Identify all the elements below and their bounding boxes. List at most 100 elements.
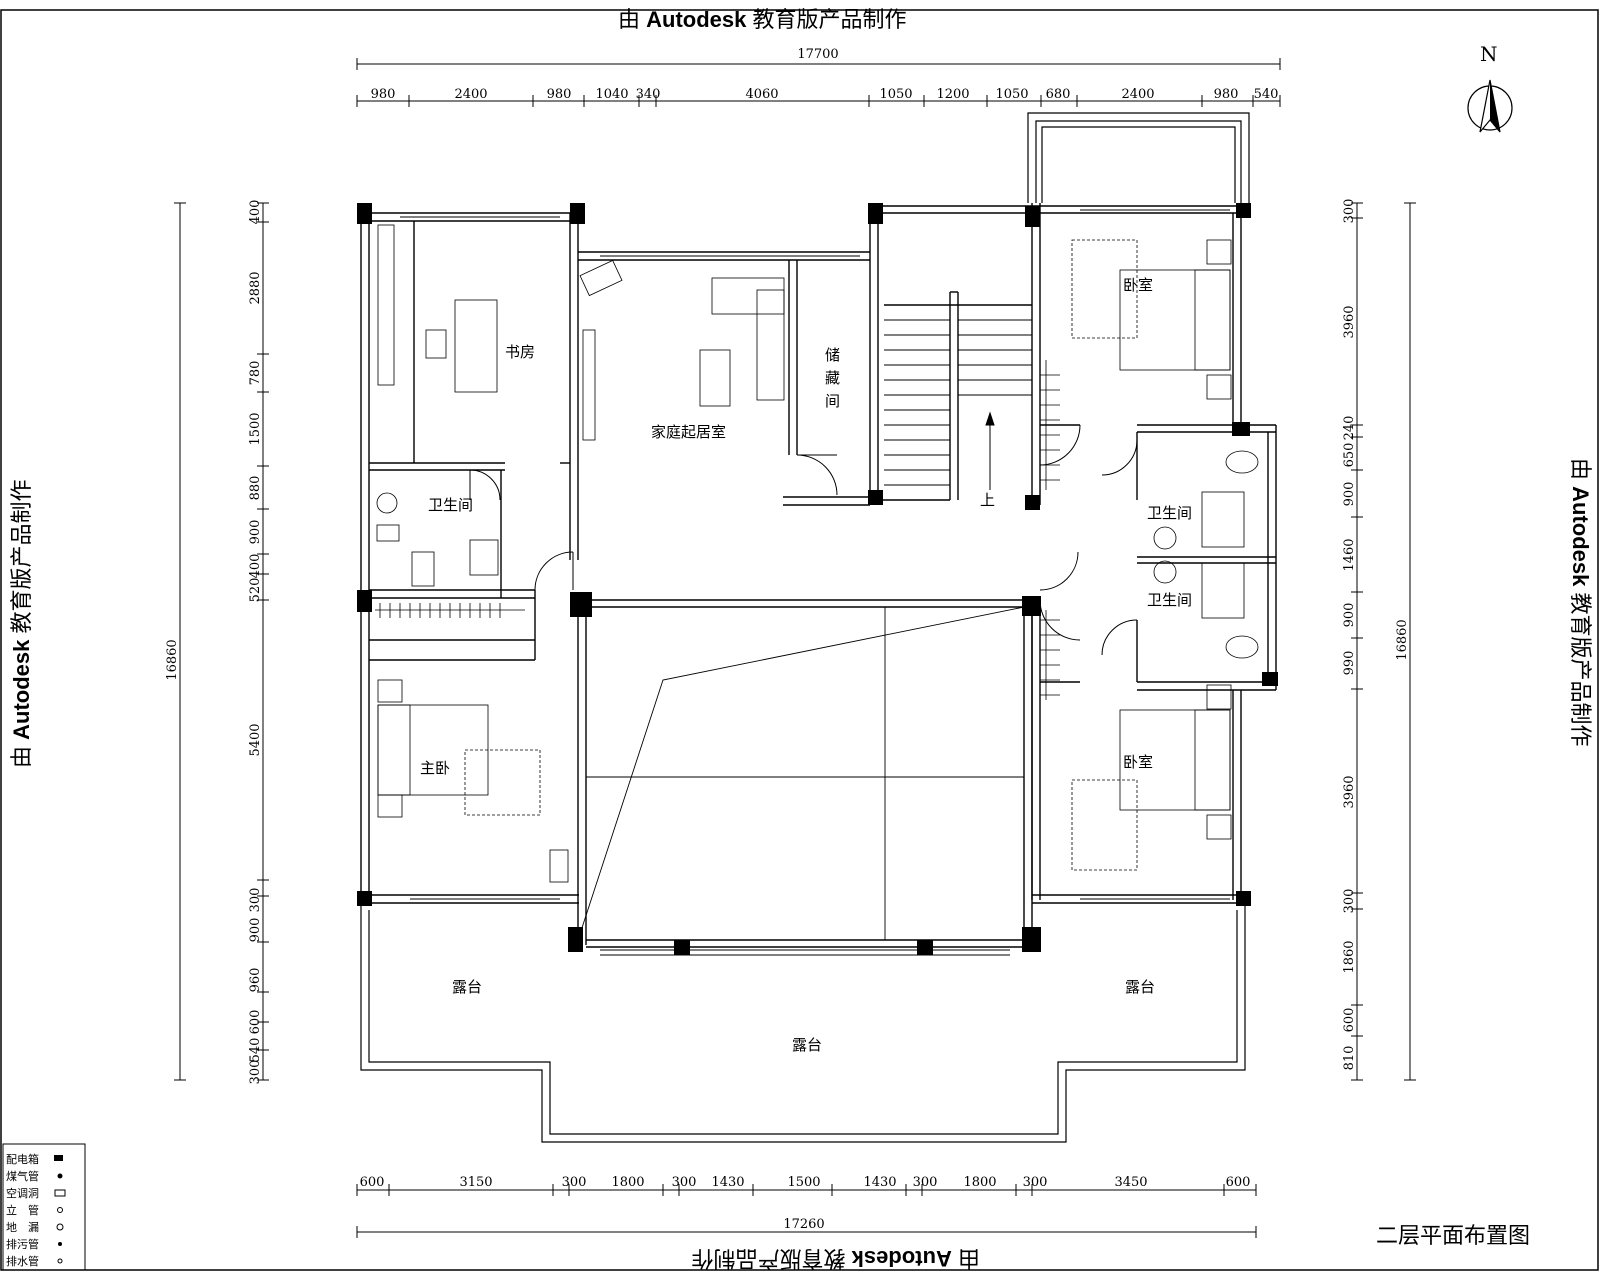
left-dim-0: 400 [248, 200, 263, 225]
bottom-dim-9: 1800 [963, 1175, 996, 1190]
right-dim-0: 300 [1342, 199, 1357, 224]
top-dim-12: 540 [1254, 87, 1279, 102]
riser-icon [57, 1207, 63, 1213]
watermark-right-brand: Autodesk [1568, 486, 1593, 587]
legend-item-6: 排水管 [6, 1254, 39, 1268]
room-terrace-right: 露台 [1125, 978, 1155, 996]
room-terrace-center: 露台 [792, 1036, 822, 1054]
room-storage-2: 藏 [825, 369, 840, 387]
floor-drain-icon [56, 1223, 64, 1231]
left-dim-2: 780 [248, 361, 263, 386]
room-storage-1: 储 [825, 346, 840, 364]
top-dim-8: 1050 [995, 87, 1028, 102]
room-study: 书房 [505, 343, 535, 361]
north-label: N [1480, 42, 1498, 66]
room-bath-left: 卫生间 [428, 496, 473, 514]
left-dim-14: 300 [248, 1060, 263, 1085]
stair-treads [884, 319, 1032, 490]
bottom-dim-5: 1430 [711, 1175, 744, 1190]
void-cross-lines [577, 606, 1025, 941]
bottom-dim-8: 300 [913, 1175, 938, 1190]
drawing-frame [0, 9, 1599, 1271]
left-dim-4: 880 [248, 476, 263, 501]
bottom-dimension-labels: 600 3150 300 1800 300 1430 1500 1430 300… [360, 1175, 1251, 1232]
drain-pipe-icon [57, 1258, 63, 1264]
walls [360, 203, 1277, 948]
right-dim-7: 990 [1342, 651, 1357, 676]
right-dim-10: 1860 [1342, 940, 1357, 973]
gas-pipe-icon [57, 1173, 63, 1179]
legend-item-0: 配电箱 [6, 1152, 39, 1166]
room-terrace-left: 露台 [452, 978, 482, 996]
room-bedroom-upper: 卧室 [1123, 276, 1153, 294]
top-dimension-labels: 17700 980 2400 980 1040 340 4060 1050 12… [371, 47, 1279, 102]
right-dim-9: 300 [1342, 889, 1357, 914]
left-dim-12: 600 [248, 1010, 263, 1035]
room-bath-right-upper: 卫生间 [1147, 504, 1192, 522]
legend-item-2: 空调洞 [6, 1186, 39, 1200]
room-storage-3: 间 [825, 392, 840, 410]
right-dim-3: 650 [1342, 443, 1357, 468]
top-dim-4: 340 [636, 87, 661, 102]
top-dim-11: 980 [1214, 87, 1239, 102]
top-dim-3: 1040 [595, 87, 628, 102]
north-arrow-icon [1467, 79, 1513, 133]
top-dim-total: 17700 [797, 47, 838, 62]
bottom-dim-4: 300 [672, 1175, 697, 1190]
right-dim-11: 600 [1342, 1008, 1357, 1033]
watermark-bottom-suffix: 教育版产品制作 [691, 1246, 846, 1271]
ac-hole-icon [54, 1189, 66, 1197]
room-master: 主卧 [420, 759, 450, 777]
drawing-title: 二层平面布置图 [1376, 1224, 1531, 1249]
top-dim-2: 980 [547, 87, 572, 102]
left-dim-3: 1500 [248, 412, 263, 445]
bottom-dim-6: 1500 [787, 1175, 820, 1190]
right-dim-total: 16860 [1395, 619, 1410, 660]
top-dim-7: 1200 [936, 87, 969, 102]
structural-columns [357, 203, 1278, 955]
legend-item-4: 地 漏 [6, 1221, 39, 1234]
watermark-left-brand: Autodesk [9, 639, 34, 740]
legend-item-5: 排污管 [6, 1237, 39, 1251]
top-dim-6: 1050 [879, 87, 912, 102]
bottom-dim-1: 3150 [459, 1175, 492, 1190]
left-dim-9: 300 [248, 888, 263, 913]
bottom-dim-12: 600 [1226, 1175, 1251, 1190]
stair-up-label: 上 [980, 491, 995, 509]
watermark-bottom: 由 Autodesk 教育版产品制作 [691, 1244, 980, 1276]
watermark-left-prefix: 由 [9, 745, 34, 768]
sewage-pipe-icon [58, 1242, 62, 1246]
right-dim-1: 3960 [1342, 305, 1357, 338]
right-dimension-lines [1351, 202, 1416, 1081]
left-dim-6: 400 [248, 554, 263, 579]
windows [400, 209, 1230, 956]
terrace-outlines [360, 112, 1250, 1143]
watermark-left-suffix: 教育版产品制作 [9, 479, 34, 634]
door-swings [469, 424, 1138, 656]
right-dim-12: 810 [1342, 1046, 1357, 1071]
right-dim-6: 900 [1342, 603, 1357, 628]
right-dim-8: 3960 [1342, 775, 1357, 808]
left-dimension-labels: 16860 400 2880 780 1500 880 900 400 520 … [165, 200, 263, 1085]
bottom-dimension-lines [356, 1184, 1257, 1238]
bottom-dim-total: 17260 [783, 1217, 824, 1232]
bottom-dim-2: 300 [562, 1175, 587, 1190]
room-family: 家庭起居室 [651, 423, 726, 441]
furniture [375, 224, 1259, 883]
top-dimension-lines [356, 58, 1281, 107]
watermark-top-prefix: 由 [618, 7, 641, 32]
watermark-bottom-prefix: 由 [957, 1246, 980, 1271]
left-dim-13: 540 [248, 1038, 263, 1063]
watermark-top-brand: Autodesk [646, 7, 747, 32]
watermark-right: 由 Autodesk 教育版产品制作 [1566, 458, 1598, 747]
legend-item-3: 立 管 [6, 1203, 39, 1217]
top-dim-0: 980 [371, 87, 396, 102]
watermark-right-prefix: 由 [1568, 458, 1593, 481]
room-labels: 书房 家庭起居室 储 藏 间 卫生间 卫生间 卫生间 主卧 卧室 卧室 露台 露… [420, 276, 1192, 1054]
watermark-top-suffix: 教育版产品制作 [752, 7, 907, 32]
watermark-top: 由 Autodesk 教育版产品制作 [618, 2, 907, 34]
right-dim-2: 240 [1342, 416, 1357, 441]
left-dim-total: 16860 [165, 639, 180, 680]
top-dim-1: 2400 [454, 87, 487, 102]
